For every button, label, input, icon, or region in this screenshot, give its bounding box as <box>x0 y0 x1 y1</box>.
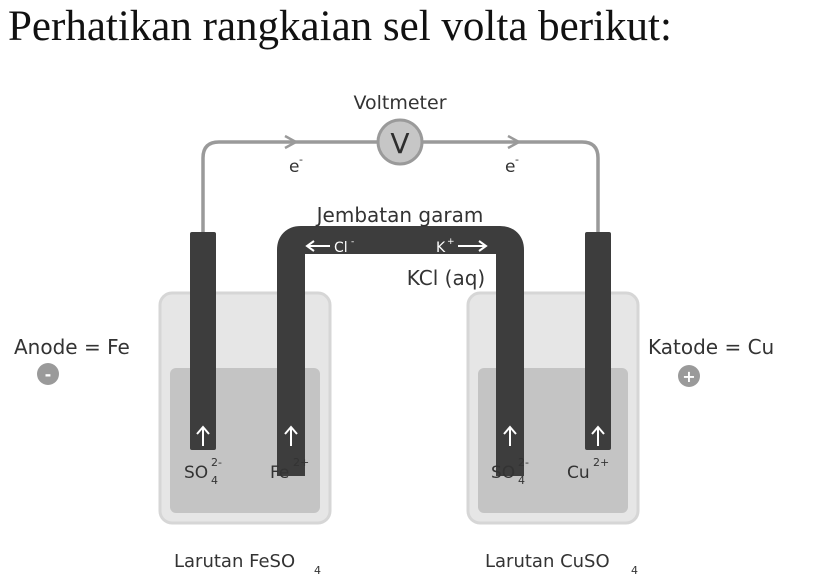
anode-sign-badge: - <box>37 363 59 385</box>
anode-electrode <box>190 232 216 450</box>
bridge-anion-flow: Cl - <box>305 237 354 256</box>
bridge-solution-label: KCl (aq) <box>407 266 485 290</box>
svg-text:Cu: Cu <box>567 463 590 483</box>
cathode-sign-badge: + <box>678 365 700 387</box>
cathode-sign: + <box>682 367 695 386</box>
cathode-label: Katode = Cu <box>648 335 774 359</box>
right-solution-caption: Larutan CuSO 4 <box>485 551 638 577</box>
svg-text:4: 4 <box>631 564 638 577</box>
electron-label-left: e - <box>289 153 303 177</box>
svg-text:2-: 2- <box>518 456 529 469</box>
svg-text:2+: 2+ <box>293 456 309 469</box>
svg-text:4: 4 <box>211 474 218 487</box>
svg-text:Fe: Fe <box>270 463 289 483</box>
bridge-anion-label: Cl <box>334 240 348 256</box>
anode-sign: - <box>45 365 52 384</box>
electron-flow-arrow-left <box>284 134 299 150</box>
cathode-electrode <box>585 232 611 450</box>
svg-text:4: 4 <box>518 474 525 487</box>
anode-label: Anode = Fe <box>14 335 130 359</box>
electron-label-right: e - <box>505 153 519 177</box>
wire-left <box>201 140 378 232</box>
salt-bridge <box>277 226 524 476</box>
svg-text:SO: SO <box>184 463 208 483</box>
svg-text:+: + <box>447 237 455 247</box>
svg-text:-: - <box>351 237 354 247</box>
left-ion-iron: Fe 2+ <box>270 456 309 483</box>
svg-text:e: e <box>289 157 299 177</box>
right-ion-copper: Cu 2+ <box>567 456 609 483</box>
svg-text:2+: 2+ <box>593 456 609 469</box>
ion-flow-arrows <box>196 425 605 446</box>
electron-flow-arrow-right <box>507 134 522 150</box>
voltmeter-label: Voltmeter <box>353 92 446 114</box>
bridge-cation-label: K <box>436 240 446 256</box>
svg-text:SO: SO <box>491 463 515 483</box>
svg-text:e: e <box>505 157 515 177</box>
left-solution-caption: Larutan FeSO 4 <box>174 551 321 577</box>
svg-text:-: - <box>515 153 519 166</box>
svg-text:Larutan CuSO: Larutan CuSO <box>485 551 610 572</box>
page-title: Perhatikan rangkaian sel volta berikut: <box>8 3 672 50</box>
left-ion-sulfate: SO 4 2- <box>184 456 222 487</box>
svg-text:2-: 2- <box>211 456 222 469</box>
voltmeter-symbol: V <box>390 127 409 160</box>
salt-bridge-label: Jembatan garam <box>315 203 484 227</box>
wire-right <box>422 140 600 232</box>
right-beaker <box>466 291 640 525</box>
svg-text:Larutan FeSO: Larutan FeSO <box>174 551 295 572</box>
voltmeter: V <box>376 118 424 166</box>
svg-text:4: 4 <box>314 564 321 577</box>
right-ion-sulfate: SO 4 2- <box>491 456 529 487</box>
bridge-cation-flow: K + <box>436 237 488 256</box>
svg-text:-: - <box>299 153 303 166</box>
